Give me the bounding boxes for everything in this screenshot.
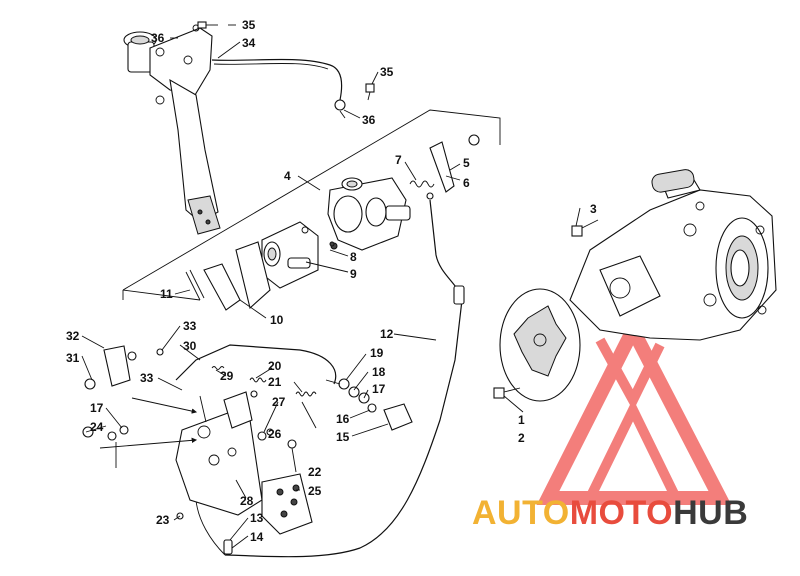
label-8: 8 [350, 250, 357, 264]
label-36-right: 36 [362, 113, 376, 127]
label-10: 10 [270, 313, 284, 327]
small-hardware [176, 390, 297, 520]
left-bracket [82, 345, 164, 468]
part-labels: 35 36 34 35 36 4 7 5 6 3 8 9 11 10 12 32… [66, 18, 597, 544]
label-33-top: 33 [183, 319, 197, 333]
label-7: 7 [395, 153, 402, 167]
label-9: 9 [350, 267, 357, 281]
label-13: 13 [250, 511, 264, 525]
brake-cable [224, 199, 463, 558]
bolt-1-2 [493, 387, 521, 399]
watermark-text: AUTOMOTOHUB [472, 494, 748, 532]
label-35-top: 35 [242, 18, 256, 32]
label-14: 14 [250, 530, 264, 544]
parking-brake-lever [175, 391, 313, 535]
watermark-part3: HUB [673, 494, 748, 532]
spring-21 [295, 391, 317, 397]
label-15: 15 [336, 430, 350, 444]
spring-20 [249, 377, 267, 383]
label-11: 11 [160, 287, 173, 301]
bolt-35-top [197, 21, 218, 29]
caliper-group-outline [122, 109, 501, 291]
label-16: 16 [336, 412, 350, 426]
label-3: 3 [590, 202, 597, 216]
label-24: 24 [90, 420, 104, 434]
label-31: 31 [66, 351, 80, 365]
label-29: 29 [220, 369, 234, 383]
label-5: 5 [463, 156, 470, 170]
label-1: 1 [518, 413, 525, 427]
caliper-bracket [261, 221, 319, 289]
label-25: 25 [308, 484, 322, 498]
bolt-3 [571, 219, 599, 237]
label-23: 23 [156, 513, 170, 527]
label-18: 18 [372, 365, 386, 379]
label-28: 28 [240, 494, 254, 508]
label-2: 2 [518, 431, 525, 445]
caliper [327, 177, 411, 251]
label-12: 12 [380, 327, 394, 341]
watermark-logo [536, 314, 732, 505]
label-20: 20 [268, 359, 282, 373]
watermark-part2: MOTO [570, 494, 673, 532]
svg-text:AUTOMOTOHUB: AUTOMOTOHUB [472, 494, 748, 532]
label-22: 22 [308, 465, 322, 479]
master-cylinder-pedal [123, 24, 221, 235]
brake-hose [211, 58, 343, 101]
label-6: 6 [463, 176, 470, 190]
caliper-arm [329, 134, 480, 247]
label-26: 26 [268, 427, 282, 441]
cable-30 [175, 344, 337, 385]
label-19: 19 [370, 346, 384, 360]
leader-lines [81, 24, 581, 549]
label-32: 32 [66, 329, 80, 343]
brake-rotor [499, 288, 581, 402]
label-17-right: 17 [372, 382, 386, 396]
label-27: 27 [272, 395, 286, 409]
label-30: 30 [183, 339, 197, 353]
label-4: 4 [284, 169, 291, 183]
label-33-left: 33 [140, 371, 154, 385]
label-17-left: 17 [90, 401, 104, 415]
label-34: 34 [242, 36, 256, 50]
watermark-part1: AUTO [472, 494, 570, 532]
axle-housing [569, 169, 777, 341]
bolt-35-right [365, 83, 375, 101]
label-36-top: 36 [151, 31, 165, 45]
label-21: 21 [268, 375, 282, 389]
label-35-right: 35 [380, 65, 394, 79]
